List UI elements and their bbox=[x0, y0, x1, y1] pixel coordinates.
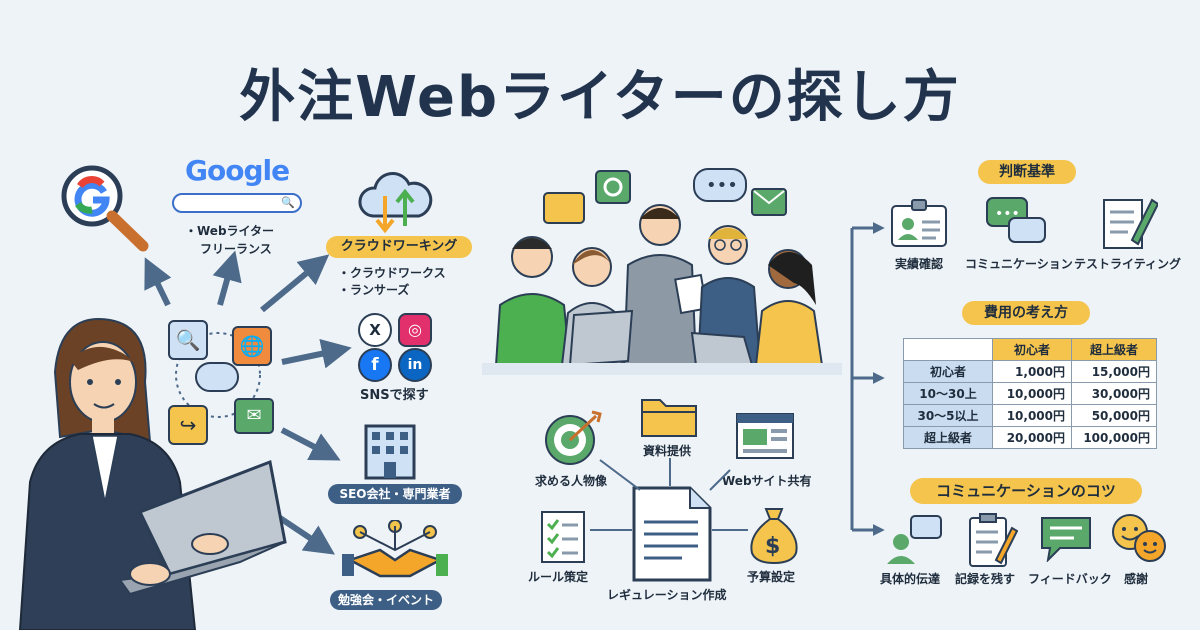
sns-label: SNSで探す bbox=[360, 388, 429, 403]
feedback-bubble-icon bbox=[1041, 517, 1091, 562]
page-title: 外注Webライターの探し方 bbox=[239, 65, 961, 130]
table-row: 超上級者 20,000円 100,000円 bbox=[903, 426, 1157, 449]
criteria-item: テストライティング bbox=[1074, 257, 1182, 271]
money-bag-icon: $ bbox=[750, 508, 798, 565]
instagram-icon: ◎ bbox=[398, 313, 432, 347]
cost-header: 初心者 bbox=[992, 338, 1072, 361]
cloud-upload-download-icon bbox=[358, 172, 433, 234]
table-row: 30〜5以上 10,000円 50,000円 bbox=[903, 404, 1157, 427]
events-label: 勉強会・イベント bbox=[330, 590, 442, 610]
regulation-item: 資料提供 bbox=[643, 444, 692, 458]
facebook-icon: f bbox=[358, 348, 392, 382]
cost-table: 初心者 超上級者 初心者 1,000円 15,000円 10〜30上 10,00… bbox=[903, 338, 1157, 449]
regulation-item: Webサイト共有 bbox=[722, 474, 812, 488]
regulation-document-icon bbox=[632, 486, 712, 582]
linkedin-icon: in bbox=[398, 348, 432, 382]
tips-item: 感謝 bbox=[1124, 572, 1149, 586]
person-speech-icon bbox=[887, 515, 942, 564]
tips-item: 記録を残す bbox=[955, 572, 1016, 586]
id-card-icon bbox=[891, 199, 947, 247]
woman-with-laptop-illustration bbox=[18, 318, 287, 630]
clipboard-pen-icon bbox=[969, 513, 1018, 567]
criteria-item: 実績確認 bbox=[895, 257, 944, 271]
tips-label: コミュニケーションのコツ bbox=[910, 478, 1142, 504]
tips-item: フィードバック bbox=[1028, 572, 1112, 586]
google-logo: Google bbox=[185, 154, 290, 187]
cost-header: 超上級者 bbox=[1071, 338, 1157, 361]
office-building-icon bbox=[364, 424, 416, 480]
cloud-icon bbox=[195, 362, 239, 392]
svg-text:$: $ bbox=[765, 534, 780, 559]
search-icon: 🔍 bbox=[281, 196, 295, 209]
chat-bubbles-icon: ••• bbox=[986, 197, 1046, 243]
criteria-item: コミュニケーション bbox=[965, 257, 1073, 271]
cost-label: 費用の考え方 bbox=[962, 301, 1090, 325]
regulation-item: 求める人物像 bbox=[535, 474, 608, 488]
share-icon: ↪ bbox=[168, 405, 208, 445]
google-keyword: ・Webライター bbox=[185, 224, 275, 238]
folder-icon bbox=[641, 399, 697, 437]
search-app-icon: 🔍 bbox=[168, 320, 208, 360]
table-row: 初心者 1,000円 15,000円 bbox=[903, 360, 1157, 383]
document-pen-icon bbox=[1103, 198, 1158, 249]
crowdworking-item: ・クラウドワークス bbox=[338, 266, 446, 280]
criteria-label: 判断基準 bbox=[978, 160, 1076, 184]
google-search-icon bbox=[61, 165, 149, 252]
table-row: 10〜30上 10,000円 30,000円 bbox=[903, 382, 1157, 405]
team-meeting-illustration: ••• bbox=[482, 168, 842, 375]
tips-item: 具体的伝達 bbox=[880, 572, 941, 586]
regulation-center-label: レギュレーション作成 bbox=[607, 588, 727, 602]
crowdworking-label: クラウドワーキング bbox=[326, 236, 472, 258]
handshake-network-icon bbox=[342, 520, 448, 578]
regulation-item: 予算設定 bbox=[747, 570, 796, 584]
x-icon: X bbox=[358, 313, 392, 347]
google-search-bar[interactable] bbox=[172, 193, 302, 213]
mail-icon: ✉ bbox=[234, 398, 274, 434]
svg-text:•••: ••• bbox=[706, 175, 738, 196]
target-icon bbox=[545, 410, 602, 465]
crowdworking-item: ・ランサーズ bbox=[338, 283, 410, 297]
checklist-icon bbox=[541, 511, 585, 563]
globe-icon: 🌐 bbox=[232, 326, 272, 366]
smiley-faces-icon bbox=[1112, 514, 1166, 562]
website-window-icon bbox=[736, 413, 794, 459]
seo-company-label: SEO会社・専門業者 bbox=[328, 484, 462, 504]
regulation-item: ルール策定 bbox=[528, 570, 589, 584]
